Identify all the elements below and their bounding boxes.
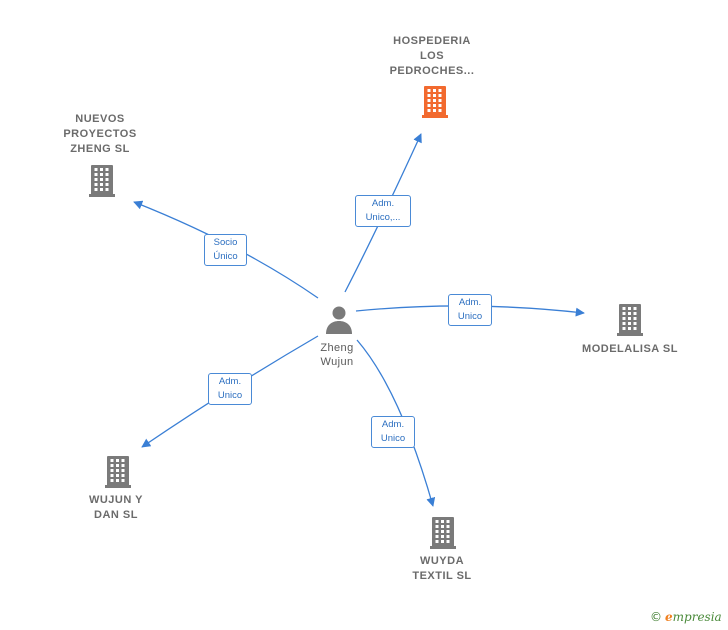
company-label-nuevos[interactable]: NUEVOS PROYECTOS ZHENG SL xyxy=(63,113,137,155)
copyright-symbol: © xyxy=(650,610,662,624)
company-hospederia-building-icon[interactable] xyxy=(422,86,448,118)
company-wujun-building-icon[interactable] xyxy=(105,456,131,488)
nodes-layer xyxy=(89,86,643,549)
person-label[interactable]: Zheng Wujun xyxy=(320,342,354,368)
edge-wuyda xyxy=(356,339,436,507)
company-nuevos-building-icon[interactable] xyxy=(89,165,115,197)
edge-tag-wujun[interactable]: Adm. Unico xyxy=(208,373,252,405)
company-label-wujun[interactable]: WUJUN Y DAN SL xyxy=(88,494,144,521)
company-modelalisa-building-icon[interactable] xyxy=(617,304,643,336)
company-label-hospederia[interactable]: HOSPEDERIA LOS PEDROCHES... xyxy=(389,35,475,77)
edge-tag-nuevos[interactable]: Socio Único xyxy=(204,234,247,266)
company-wuyda-building-icon[interactable] xyxy=(430,517,456,549)
company-label-modelalisa[interactable]: MODELALISA SL xyxy=(582,343,678,355)
edge-tag-wuyda[interactable]: Adm. Unico xyxy=(371,416,415,448)
company-label-wuyda[interactable]: WUYDA TEXTIL SL xyxy=(412,555,472,582)
edge-tag-hospederia[interactable]: Adm. Unico,... xyxy=(355,195,411,227)
edge-tag-modelalisa[interactable]: Adm. Unico xyxy=(448,294,492,326)
edges-layer xyxy=(133,133,585,507)
person-icon[interactable] xyxy=(326,306,352,335)
empresia-logo: ©empresia xyxy=(650,610,722,624)
